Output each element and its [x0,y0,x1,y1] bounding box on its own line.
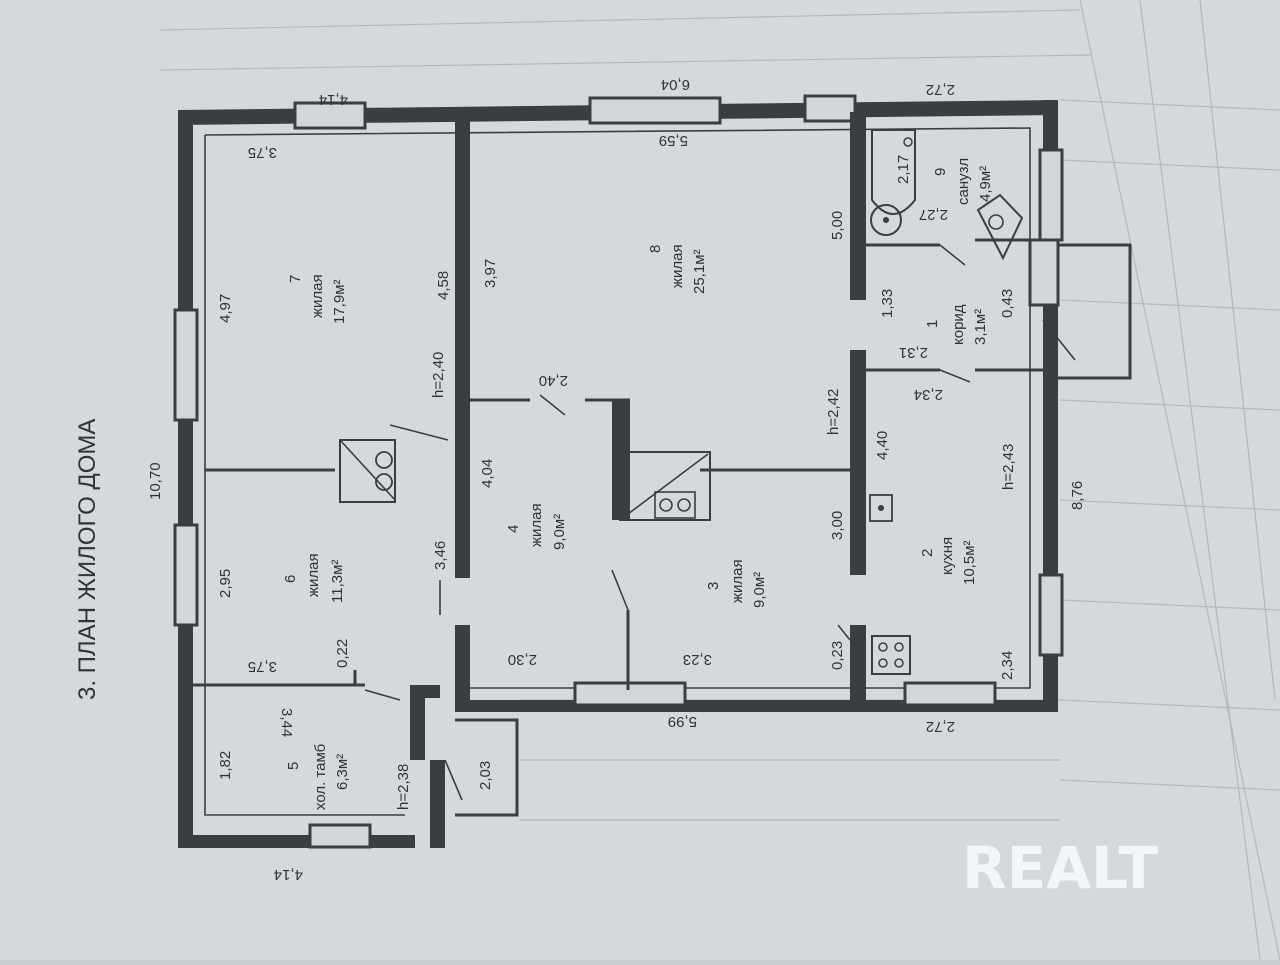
windows [173,94,1064,849]
svg-text:7: 7 [287,275,304,283]
svg-text:3,75: 3,75 [248,658,277,675]
room-label-9: 9 санузл 4,9м² [932,158,994,205]
porch-bottom [455,718,519,817]
svg-text:2,27: 2,27 [919,206,948,223]
bathtub-icon [871,129,916,215]
stove-left-icon [339,439,396,503]
svg-text:2: 2 [919,549,936,557]
plan-title: 3. ПЛАН ЖИЛОГО ДОМА [74,419,101,700]
svg-text:8,76: 8,76 [1069,481,1086,510]
svg-text:0,43: 0,43 [999,289,1016,318]
svg-text:2,17: 2,17 [895,155,912,184]
svg-text:2,40: 2,40 [539,372,568,389]
doors [364,244,1076,801]
room-label-5: 5 хол. тамб 6,3м² [285,744,351,810]
svg-text:жилая: жилая [305,553,322,597]
svg-text:4,58: 4,58 [435,271,452,300]
svg-text:5,59: 5,59 [659,132,688,149]
svg-text:6: 6 [282,575,299,583]
room-label-2: 2 кухня 10,5м² [919,537,978,585]
room-label-8: 8 жилая 25,1м² [647,244,708,294]
svg-text:2,03: 2,03 [477,761,494,790]
svg-text:санузл: санузл [955,158,972,205]
dimension-labels: 10,70 8,76 4,14 6,04 2,72 4,14 5,99 2,72… [147,76,1086,883]
svg-text:5,00: 5,00 [829,211,846,240]
svg-text:1,82: 1,82 [217,751,234,780]
svg-text:2,34: 2,34 [914,386,943,403]
svg-text:жилая: жилая [729,559,746,603]
washbasin-icon [870,204,902,236]
svg-text:5: 5 [285,762,302,770]
sink-icon [869,494,893,522]
svg-text:0,23: 0,23 [829,641,846,670]
svg-text:3,97: 3,97 [482,259,499,288]
kitchen-stove-icon [871,635,911,675]
svg-text:4,9м²: 4,9м² [977,166,994,202]
svg-text:25,1м²: 25,1м² [691,249,708,294]
svg-text:2,72: 2,72 [926,718,955,735]
svg-text:9: 9 [932,168,949,176]
svg-text:2,34: 2,34 [999,651,1016,680]
svg-text:4,97: 4,97 [217,294,234,323]
svg-text:3,23: 3,23 [683,651,712,668]
svg-text:2,72: 2,72 [926,81,955,98]
svg-text:9,0м²: 9,0м² [551,514,568,550]
svg-text:3,00: 3,00 [829,511,846,540]
svg-text:10,5м²: 10,5м² [961,540,978,585]
room-label-7: 7 жилая 17,9м² [287,274,348,324]
svg-text:4,40: 4,40 [874,431,891,460]
outer-walls [178,100,1058,848]
svg-text:жилая: жилая [309,274,326,318]
porch-right [1028,238,1132,380]
room-label-1: 1 корид 3,1м² [924,304,989,345]
svg-text:2,30: 2,30 [508,651,537,668]
svg-text:h=2,38: h=2,38 [395,764,412,810]
svg-text:хол. тамб: хол. тамб [312,744,329,810]
svg-text:6,3м²: 6,3м² [334,754,351,790]
interior-walls [193,112,1043,848]
svg-text:6,04: 6,04 [661,76,690,93]
svg-text:3,75: 3,75 [248,144,277,161]
svg-text:11,3м²: 11,3м² [329,560,346,603]
svg-text:1,33: 1,33 [879,289,896,318]
room-label-6: 6 жилая 11,3м² [282,553,346,603]
svg-text:9,0м²: 9,0м² [751,572,768,608]
svg-text:17,9м²: 17,9м² [331,279,348,324]
svg-text:0,22: 0,22 [334,639,351,668]
svg-text:3,46: 3,46 [432,541,449,570]
svg-text:h=2,43: h=2,43 [1000,444,1017,490]
stove-center-icon [619,451,711,521]
svg-text:кухня: кухня [939,537,956,575]
svg-text:жилая: жилая [528,503,545,547]
svg-text:2,31: 2,31 [899,344,928,361]
svg-text:корид: корид [950,304,967,345]
svg-text:5,99: 5,99 [668,713,697,730]
svg-text:3: 3 [705,582,722,590]
svg-text:2,95: 2,95 [217,569,234,598]
svg-text:4: 4 [505,525,522,533]
room-label-3: 3 жилая 9,0м² [705,559,768,608]
toilet-icon [976,193,1024,261]
svg-text:3,44: 3,44 [278,708,295,737]
svg-text:4,14: 4,14 [274,866,303,883]
svg-text:4,14: 4,14 [319,91,348,108]
svg-text:1: 1 [924,320,941,328]
svg-text:3,1м²: 3,1м² [972,309,989,345]
svg-text:8: 8 [647,245,664,253]
svg-text:h=2,42: h=2,42 [825,389,842,435]
svg-text:10,70: 10,70 [147,462,164,500]
svg-text:h=2,40: h=2,40 [430,352,447,398]
room-label-4: 4 жилая 9,0м² [505,503,568,550]
svg-text:4,04: 4,04 [479,459,496,488]
realt-watermark: REALT [962,834,1159,902]
svg-text:жилая: жилая [669,244,686,288]
